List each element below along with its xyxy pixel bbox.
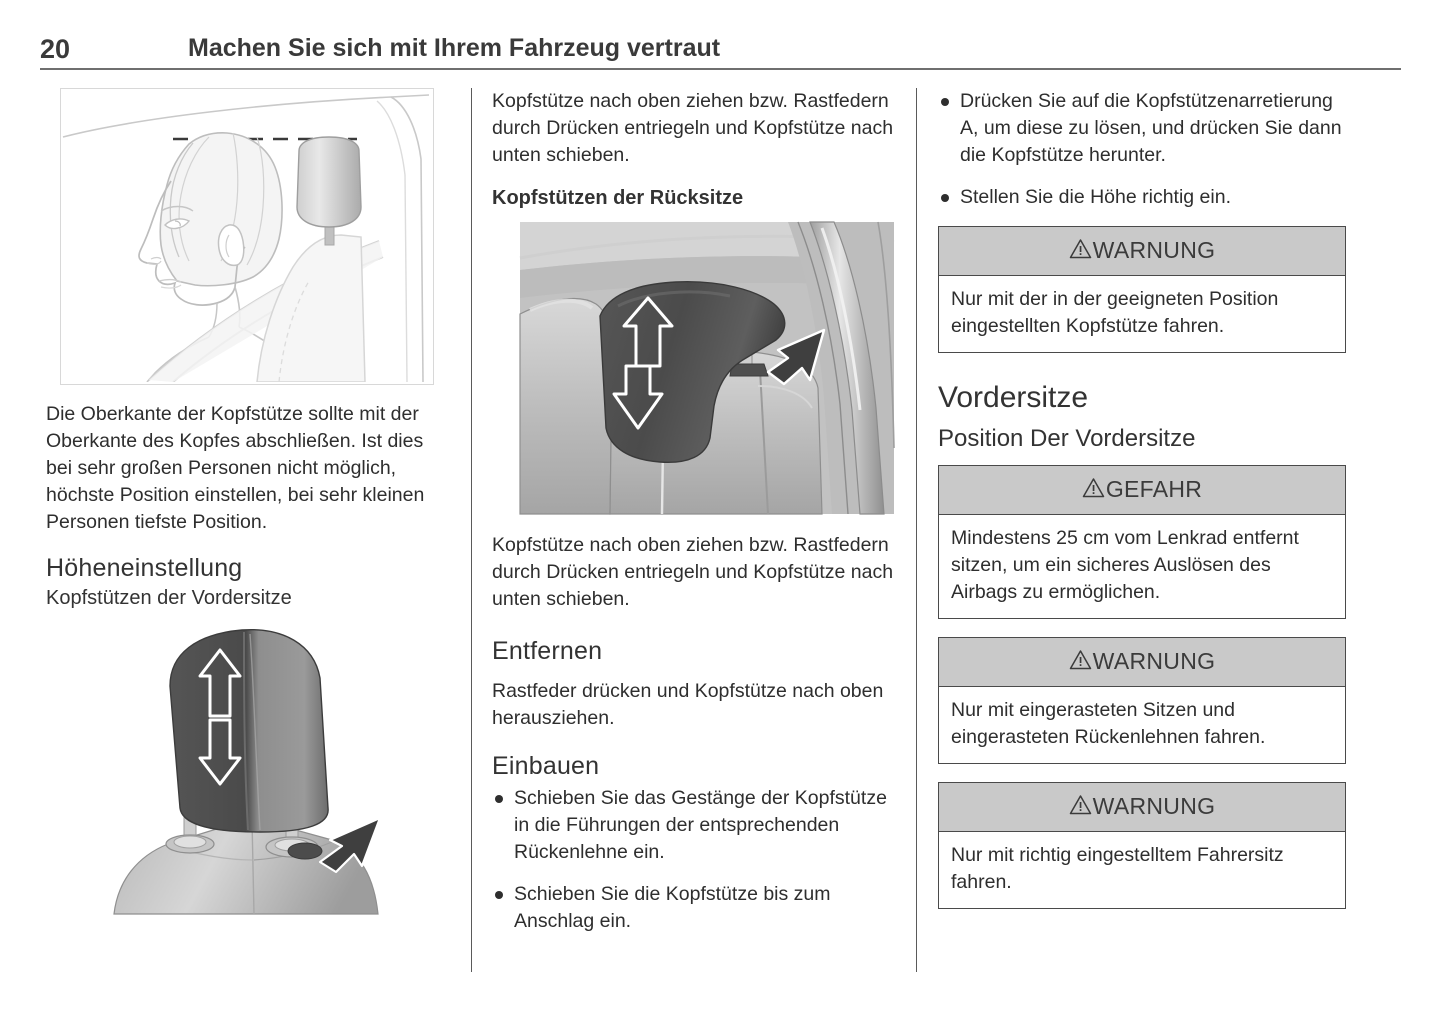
heading-hoeheneinstellung: Höheneinstellung (46, 554, 243, 582)
head-restraint-alignment-illustration (60, 88, 434, 385)
warning-label: WARNUNG (1092, 237, 1216, 263)
warning-triangle-svg (1082, 478, 1105, 498)
danger-box-steering-wheel: GEFAHR Mindestens 25 cm vom Lenkrad entf… (938, 465, 1346, 619)
warning-box-header: WARNUNG (939, 227, 1345, 276)
warning-triangle-icon (1069, 794, 1092, 821)
heading-einbauen: Einbauen (492, 752, 600, 780)
front-seat-head-restraint-illustration (92, 618, 392, 918)
front-headrest-drawing (92, 618, 392, 918)
warning-box-header: WARNUNG (939, 638, 1345, 687)
warning-triangle-icon (1069, 238, 1092, 265)
middle-paragraph-2: Kopfstütze nach oben ziehen bzw. Rastfed… (492, 534, 894, 610)
arrow-up-icon (198, 648, 242, 718)
page-title: Machen Sie sich mit Ihrem Fahrzeug vertr… (188, 34, 721, 62)
arrow-down-icon (612, 364, 664, 430)
list-item: Schieben Sie das Gestänge der Kopfstütze… (492, 785, 897, 866)
middle-paragraph-1: Kopfstütze nach oben ziehen bzw. Rastfed… (492, 90, 894, 166)
arrow-down-icon (198, 718, 242, 786)
press-arrow-icon (318, 816, 382, 874)
list-item: Drücken Sie auf die Kopfstützenarretieru… (938, 88, 1346, 169)
danger-box-text: Mindestens 25 cm vom Lenkrad entfernt si… (951, 527, 1299, 603)
warning-label: WARNUNG (1092, 648, 1216, 674)
arrow-up-icon (622, 296, 674, 368)
column-divider-left (471, 88, 472, 972)
danger-label: GEFAHR (1105, 476, 1203, 502)
list-item: Schieben Sie die Kopfstütze bis zum Ansc… (492, 881, 897, 935)
left-column: Die Oberkante der Kopfstütze sollte mit … (46, 88, 442, 934)
heading-vordersitze: Vordersitze (938, 381, 1089, 414)
middle-column: Kopfstütze nach oben ziehen bzw. Rastfed… (492, 88, 897, 950)
warning-triangle-icon (1082, 477, 1105, 504)
column-divider-right (916, 88, 917, 972)
subheading-kopfstuetzen-vordersitze: Kopfstützen der Vordersitze (46, 587, 292, 609)
subheading-position-der-vordersitze: Position Der Vordersitze (938, 425, 1196, 452)
header-divider-rule (40, 68, 1401, 70)
heading-entfernen: Entfernen (492, 637, 603, 665)
page-number: 20 (40, 34, 71, 64)
warning-triangle-icon (1069, 649, 1092, 676)
warning-box-latched-seats: WARNUNG Nur mit eingerasteten Sitzen und… (938, 637, 1346, 764)
list-item: Stellen Sie die Höhe richtig ein. (938, 184, 1346, 211)
danger-box-header: GEFAHR (939, 466, 1345, 515)
warning-box-head-restraint: WARNUNG Nur mit der in der geeigneten Po… (938, 226, 1346, 353)
warning-triangle-svg (1069, 650, 1091, 670)
warning-triangle-svg (1069, 795, 1091, 815)
warning-triangle-svg (1069, 239, 1091, 259)
rear-seat-head-restraint-illustration (492, 218, 897, 516)
head-alignment-drawing (61, 89, 431, 382)
warning-box-header: WARNUNG (939, 783, 1345, 832)
headrest-adjust-steps-list: Drücken Sie auf die Kopfstützenarretieru… (938, 88, 1346, 211)
left-paragraph-1: Die Oberkante der Kopfstütze sollte mit … (46, 403, 425, 533)
rear-headrest-drawing (492, 218, 897, 516)
warning-box-text: Nur mit richtig eingestelltem Fahrersitz… (951, 844, 1284, 893)
subheading-kopfstuetzen-ruecksitze: Kopfstützen der Rücksitze (492, 187, 744, 209)
install-steps-list: Schieben Sie das Gestänge der Kopfstütze… (492, 785, 897, 935)
press-arrow-icon (766, 328, 826, 386)
right-column: Drücken Sie auf die Kopfstützenarretieru… (938, 88, 1346, 927)
page-header: 20 Machen Sie sich mit Ihrem Fahrzeug ve… (40, 34, 1400, 70)
warning-box-driver-seat: WARNUNG Nur mit richtig eingestelltem Fa… (938, 782, 1346, 909)
middle-paragraph-3: Rastfeder drücken und Kopfstütze nach ob… (492, 680, 884, 729)
warning-box-text: Nur mit eingerasteten Sitzen und eingera… (951, 699, 1266, 748)
warning-label: WARNUNG (1092, 793, 1216, 819)
warning-box-text: Nur mit der in der geeigneten Position e… (951, 288, 1279, 337)
